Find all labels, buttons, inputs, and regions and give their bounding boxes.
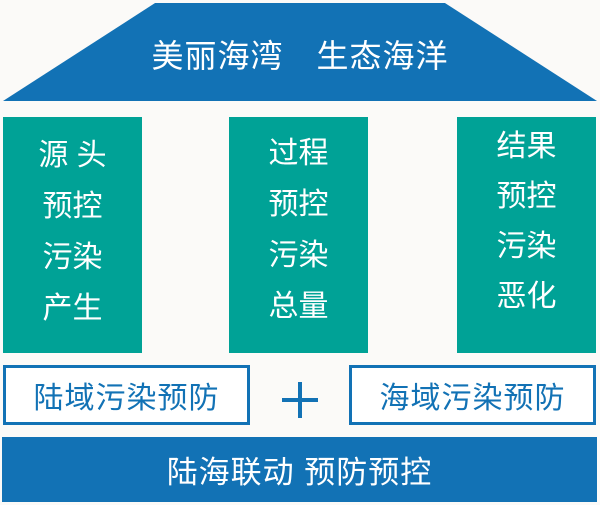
footer-bar: 陆海联动 预防预控	[2, 437, 597, 502]
sea-pollution-prevention-label: 海域污染预防	[379, 382, 566, 415]
footer-label: 陆海联动 预防预控	[166, 455, 433, 490]
pillar-line: 污染	[496, 230, 557, 263]
pillar-line: 污染	[268, 239, 329, 272]
pillar-line: 源 头	[38, 139, 107, 172]
pillar-result-pre-control: 结果 预控 污染 恶化	[457, 117, 596, 353]
pillar-line: 结果	[496, 130, 557, 163]
sea-pollution-prevention-box: 海域污染预防	[349, 365, 596, 425]
land-pollution-prevention-label: 陆域污染预防	[33, 382, 220, 415]
land-pollution-prevention-box: 陆域污染预防	[3, 365, 250, 425]
pillar-line: 预控	[268, 188, 329, 221]
pillar-line: 产生	[42, 292, 103, 325]
pillar-line: 恶化	[496, 280, 557, 313]
pillar-source-pre-control: 源 头 预控 污染 产生	[3, 117, 142, 353]
roof-banner: 美丽海湾 生态海洋	[3, 3, 597, 101]
plus-icon	[282, 382, 318, 418]
pillar-line: 过程	[268, 137, 329, 170]
pillar-process-pre-control: 过程 预控 污染 总量	[229, 117, 368, 353]
pillar-line: 预控	[496, 180, 557, 213]
pillar-line: 污染	[42, 241, 103, 274]
roof-title: 美丽海湾 生态海洋	[151, 38, 449, 74]
pillar-line: 总量	[268, 290, 329, 323]
pillar-line: 预控	[42, 190, 103, 223]
